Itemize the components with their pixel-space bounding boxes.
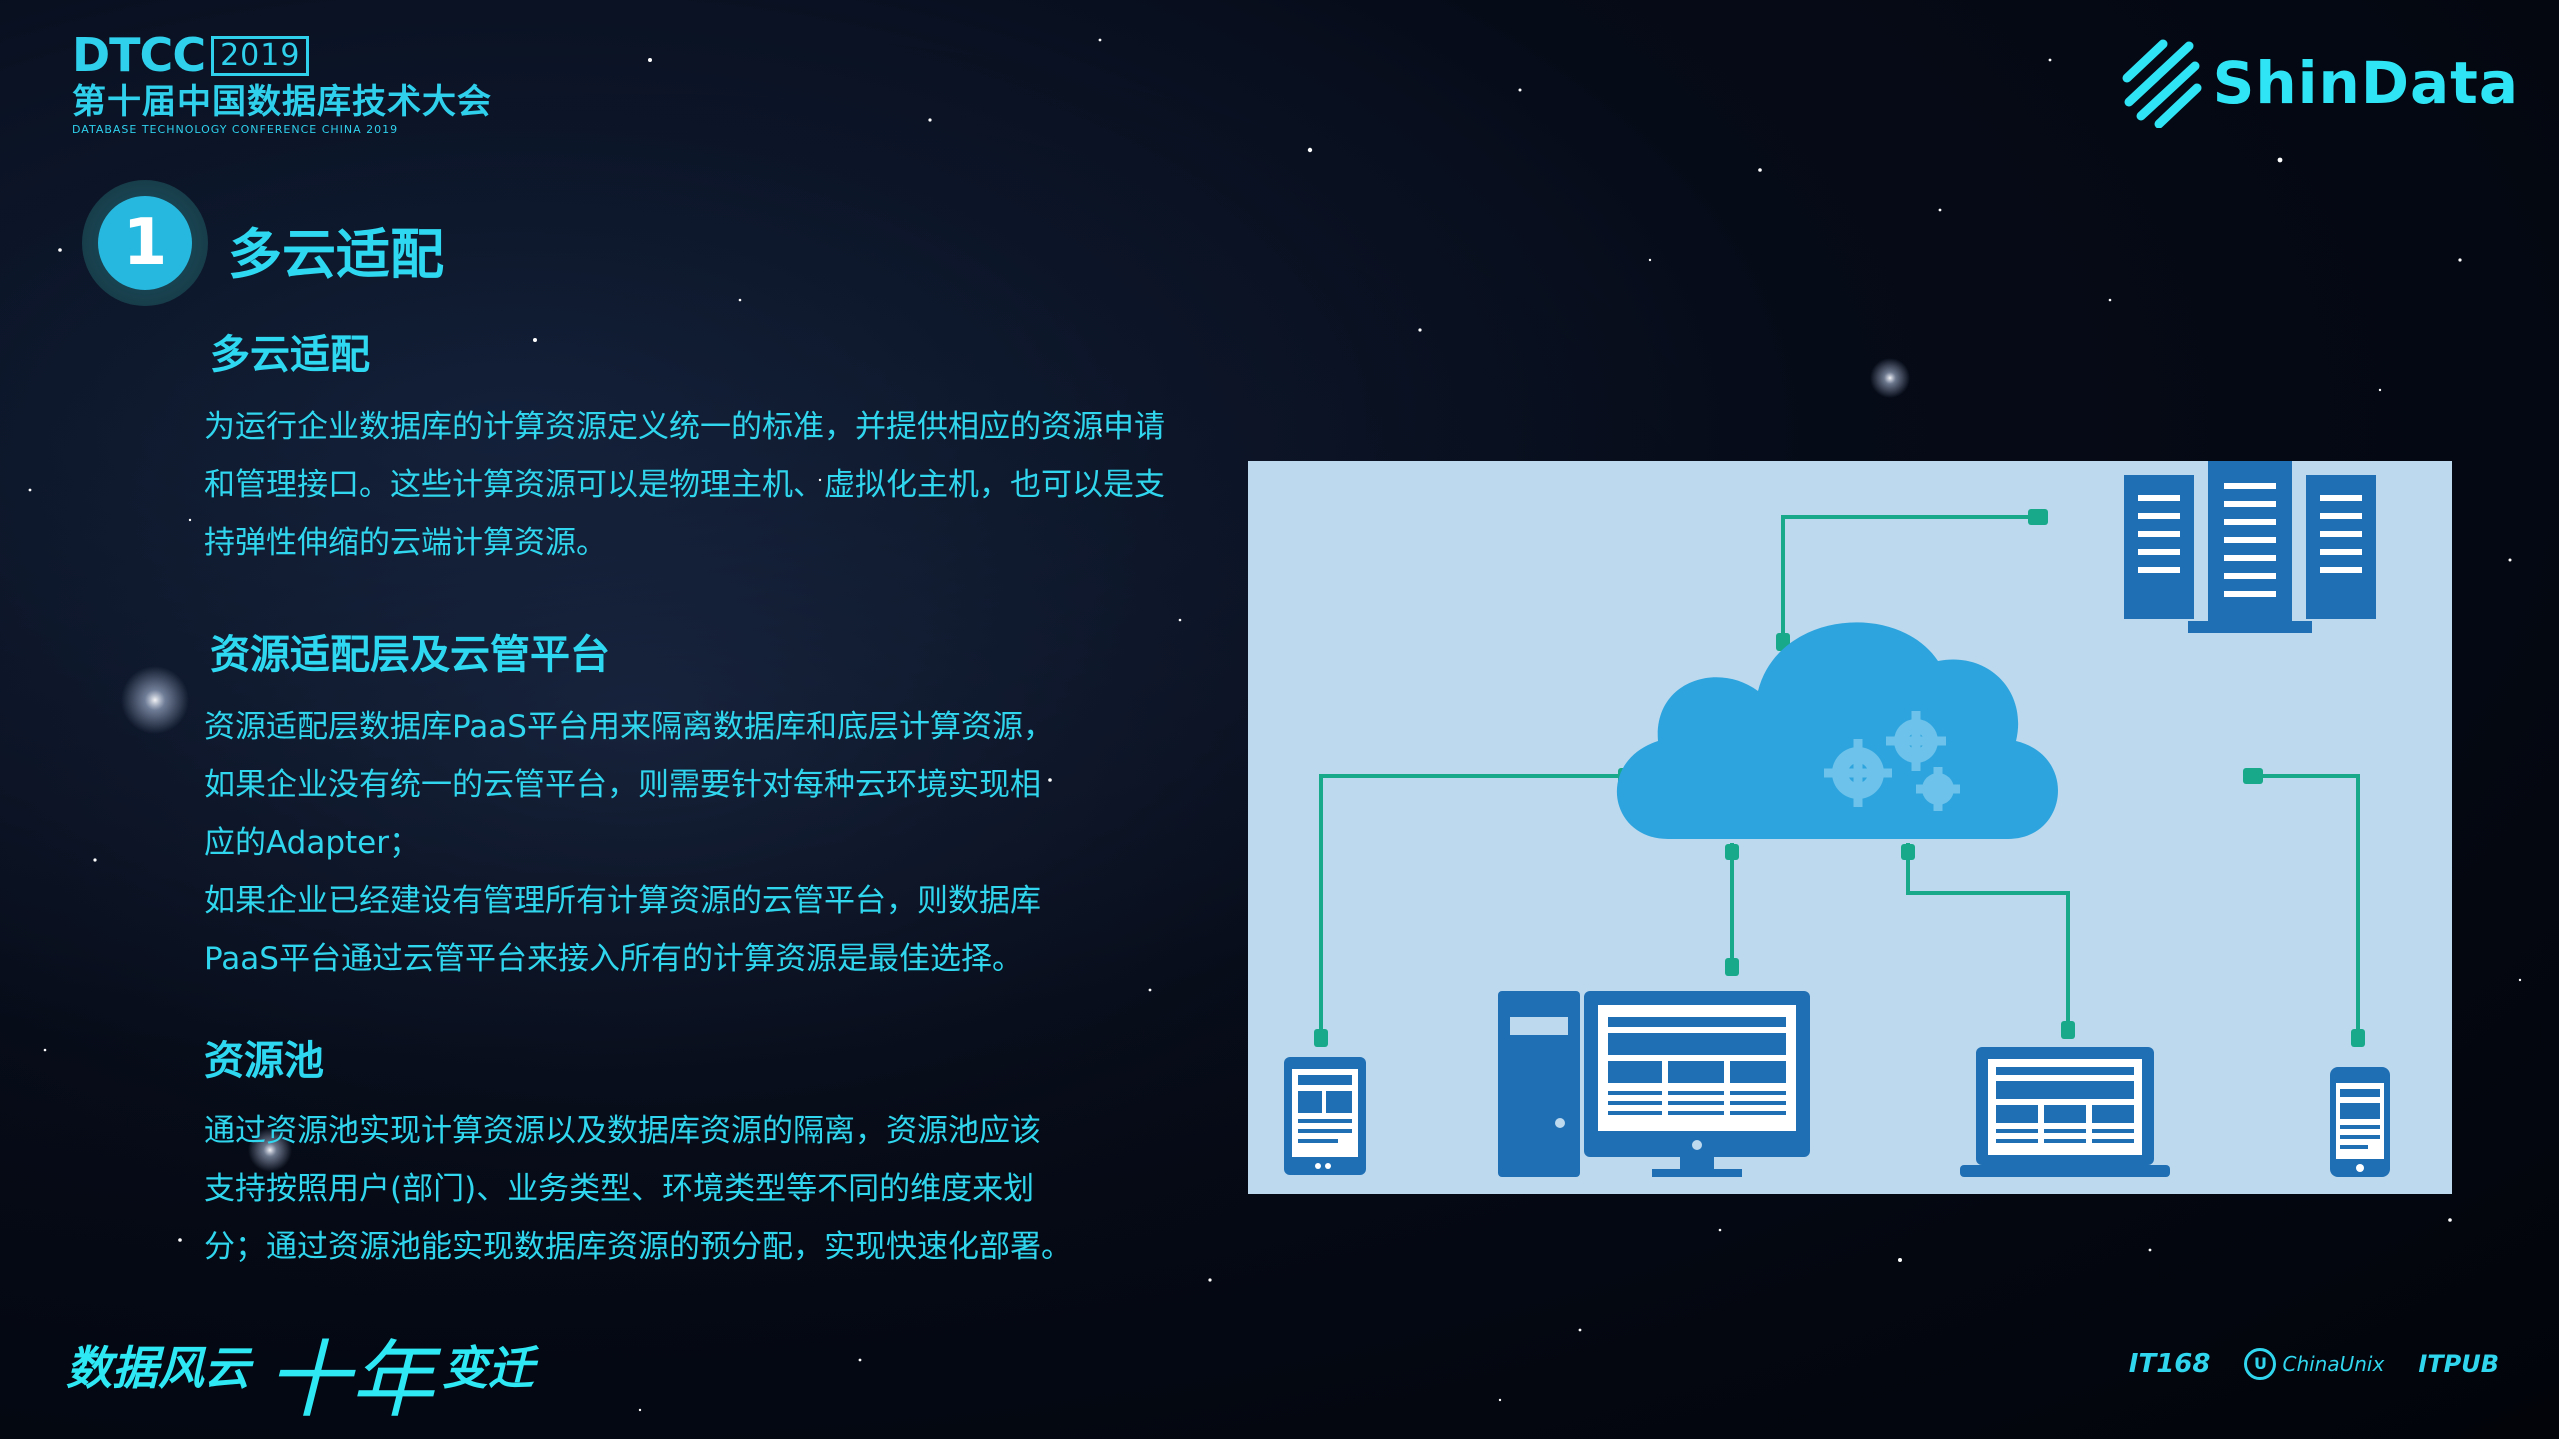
section-title: 多云适配 bbox=[228, 223, 444, 286]
conf-name-en: DATABASE TECHNOLOGY CONFERENCE CHINA 201… bbox=[72, 123, 399, 136]
connector-line bbox=[1319, 774, 1633, 1036]
sponsor-itpub: ITPUB bbox=[2418, 1350, 2499, 1378]
conf-name-cn: 第十届中国数据库技术大会 bbox=[72, 82, 492, 122]
desktop-computer-icon bbox=[1498, 991, 1810, 1177]
connector-line bbox=[1781, 515, 2033, 641]
tablet-icon bbox=[1284, 1057, 1366, 1175]
connector-plug bbox=[2061, 1021, 2075, 1039]
sponsor-chinaunix: U ChinaUnix bbox=[2244, 1348, 2384, 1380]
sponsor-it168: IT168 bbox=[2128, 1349, 2211, 1379]
conf-year-badge: 2019 bbox=[211, 36, 310, 76]
paragraph-multi-cloud: 为运行企业数据库的计算资源定义统一的标准，并提供相应的资源申请 和管理接口。这些… bbox=[204, 398, 1214, 572]
heading-resource-adapter: 资源适配层及云管平台 bbox=[210, 632, 610, 678]
connector-plug bbox=[1314, 1029, 1328, 1047]
slogan-part3: 变迁 bbox=[442, 1341, 535, 1395]
text-line: 为运行企业数据库的计算资源定义统一的标准，并提供相应的资源申请 bbox=[204, 409, 1165, 445]
connector-plug bbox=[1725, 958, 1739, 976]
shindata-mark-icon bbox=[2122, 39, 2202, 128]
text-line: 支持按照用户(部门)、业务类型、环境类型等不同的维度来划 bbox=[204, 1171, 1035, 1207]
connector-plug bbox=[2351, 1029, 2365, 1047]
heading-resource-pool: 资源池 bbox=[204, 1038, 324, 1084]
cloud-architecture-diagram bbox=[1248, 461, 2452, 1194]
paragraph-resource-pool: 通过资源池实现计算资源以及数据库资源的隔离，资源池应该 支持按照用户(部门)、业… bbox=[204, 1102, 1234, 1276]
chinaunix-u-icon: U bbox=[2244, 1348, 2277, 1380]
text-line: 应的Adapter； bbox=[204, 825, 420, 861]
sponsor-logos: IT168 U ChinaUnix ITPUB bbox=[2129, 1348, 2499, 1380]
cloud-gears-icon bbox=[1616, 622, 2058, 839]
server-rack-icon bbox=[2124, 461, 2376, 633]
connector-plug bbox=[2028, 509, 2048, 525]
text-line: 如果企业没有统一的云管平台，则需要针对每种云环境实现相 bbox=[204, 767, 1041, 803]
connector-plug bbox=[1901, 844, 1915, 860]
text-line: 资源适配层数据库PaaS平台用来隔离数据库和底层计算资源， bbox=[204, 709, 1054, 745]
shindata-logo: ShinData bbox=[2119, 38, 2519, 128]
connector-plug bbox=[1725, 844, 1739, 860]
slogan-logo: 数据风云 十年 变迁 bbox=[66, 1300, 534, 1430]
section-number-badge: 1 bbox=[82, 180, 208, 306]
text-line: 分；通过资源池能实现数据库资源的预分配，实现快速化部署。 bbox=[204, 1229, 1072, 1265]
text-line: 和管理接口。这些计算资源可以是物理主机、虚拟化主机，也可以是支 bbox=[204, 467, 1165, 503]
connector-plug bbox=[2243, 768, 2263, 784]
phone-icon bbox=[2330, 1067, 2390, 1177]
brand-name: ShinData bbox=[2212, 49, 2519, 117]
connector-line bbox=[2248, 774, 2360, 1036]
text-line: PaaS平台通过云管平台来接入所有的计算资源是最佳选择。 bbox=[204, 941, 1023, 977]
section-number: 1 bbox=[98, 196, 192, 290]
text-line: 持弹性伸缩的云端计算资源。 bbox=[204, 525, 607, 561]
paragraph-resource-adapter: 资源适配层数据库PaaS平台用来隔离数据库和底层计算资源， 如果企业没有统一的云… bbox=[204, 698, 1214, 988]
text-line: 如果企业已经建设有管理所有计算资源的云管平台，则数据库 bbox=[204, 883, 1041, 919]
chinaunix-label: ChinaUnix bbox=[2282, 1352, 2385, 1376]
text-line: 通过资源池实现计算资源以及数据库资源的隔离，资源池应该 bbox=[204, 1113, 1041, 1149]
slogan-part2: 十年 bbox=[266, 1330, 435, 1429]
laptop-icon bbox=[1960, 1047, 2170, 1177]
heading-multi-cloud: 多云适配 bbox=[210, 332, 370, 378]
slogan-part1: 数据风云 bbox=[66, 1341, 250, 1395]
connector-line bbox=[1906, 843, 2070, 1028]
conf-short-name: DTCC bbox=[72, 28, 206, 82]
